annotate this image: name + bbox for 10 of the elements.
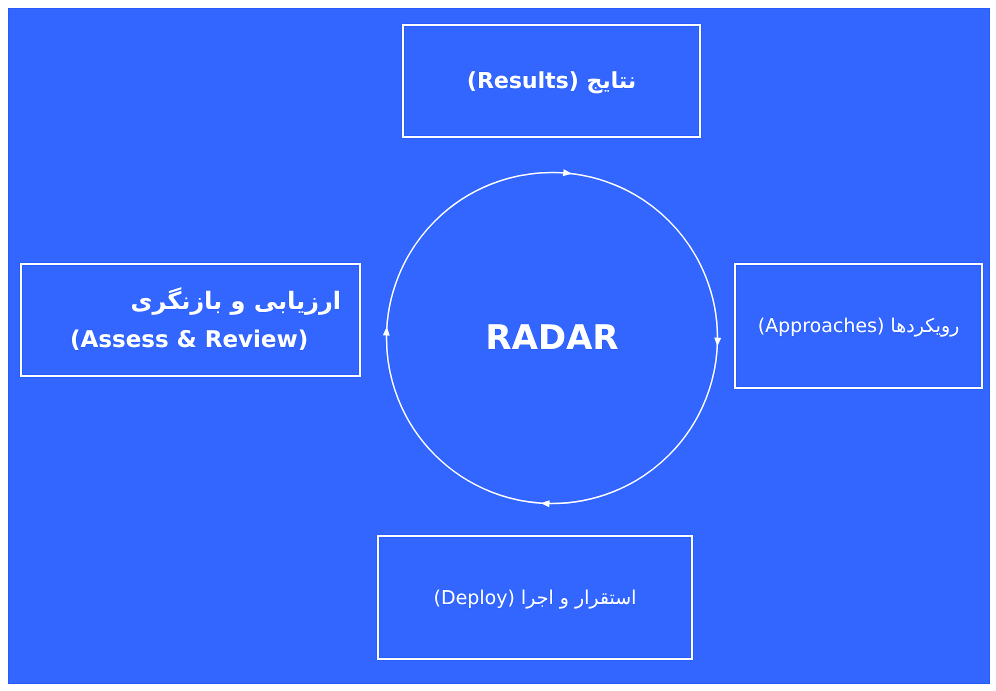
text-box — [402, 24, 701, 138]
box-label: رویکردها (Approaches) — [758, 315, 960, 337]
text-box — [734, 263, 983, 389]
box-label: ارزیابی و بازنگری — [130, 287, 341, 315]
box-label: (Assess & Review) — [70, 327, 308, 353]
text-box — [377, 535, 693, 660]
text-box — [20, 263, 361, 377]
box-label: نتایج (Results) — [466, 68, 636, 94]
center-label: RADAR — [485, 318, 619, 358]
box-label: استقرار و اجرا (Deploy) — [434, 586, 636, 608]
